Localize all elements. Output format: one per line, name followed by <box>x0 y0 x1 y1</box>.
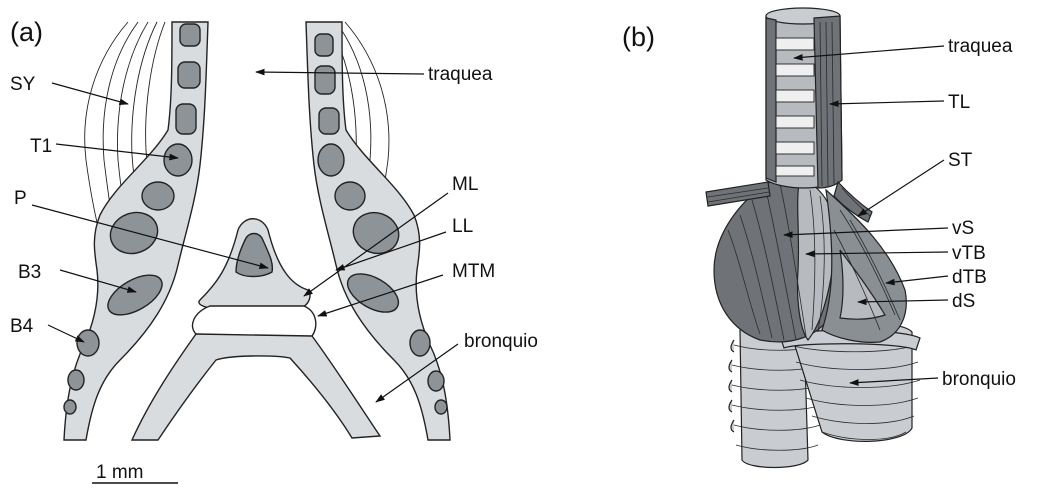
label-traquea-a: traquea <box>428 64 493 85</box>
label-st: ST <box>948 150 973 171</box>
panel-b-tag: (b) <box>622 22 655 52</box>
trachea-tube <box>766 8 842 188</box>
scale-bar: 1 mm <box>92 462 178 483</box>
panel-a-tag: (a) <box>10 17 43 47</box>
label-vs: vS <box>952 218 974 239</box>
label-ll: LL <box>452 216 473 237</box>
panel-a: (a) <box>10 17 538 483</box>
label-tl: TL <box>948 92 970 113</box>
label-dtb: dTB <box>952 267 987 288</box>
label-b4: B4 <box>10 316 34 337</box>
label-ml: ML <box>452 174 478 195</box>
label-bronquio-a: bronquio <box>464 331 538 352</box>
label-bronquio-b: bronquio <box>942 369 1016 390</box>
label-vtb: vTB <box>952 243 986 264</box>
label-t1: T1 <box>30 136 52 157</box>
scale-bar-label: 1 mm <box>96 462 144 483</box>
label-b3: B3 <box>18 262 41 283</box>
label-sy: SY <box>10 74 36 95</box>
label-p: P <box>14 188 27 209</box>
panel-b: (b) <box>622 8 1016 468</box>
label-mtm: MTM <box>452 261 495 282</box>
label-traquea-b: traquea <box>948 36 1013 57</box>
label-ds: dS <box>952 291 975 312</box>
